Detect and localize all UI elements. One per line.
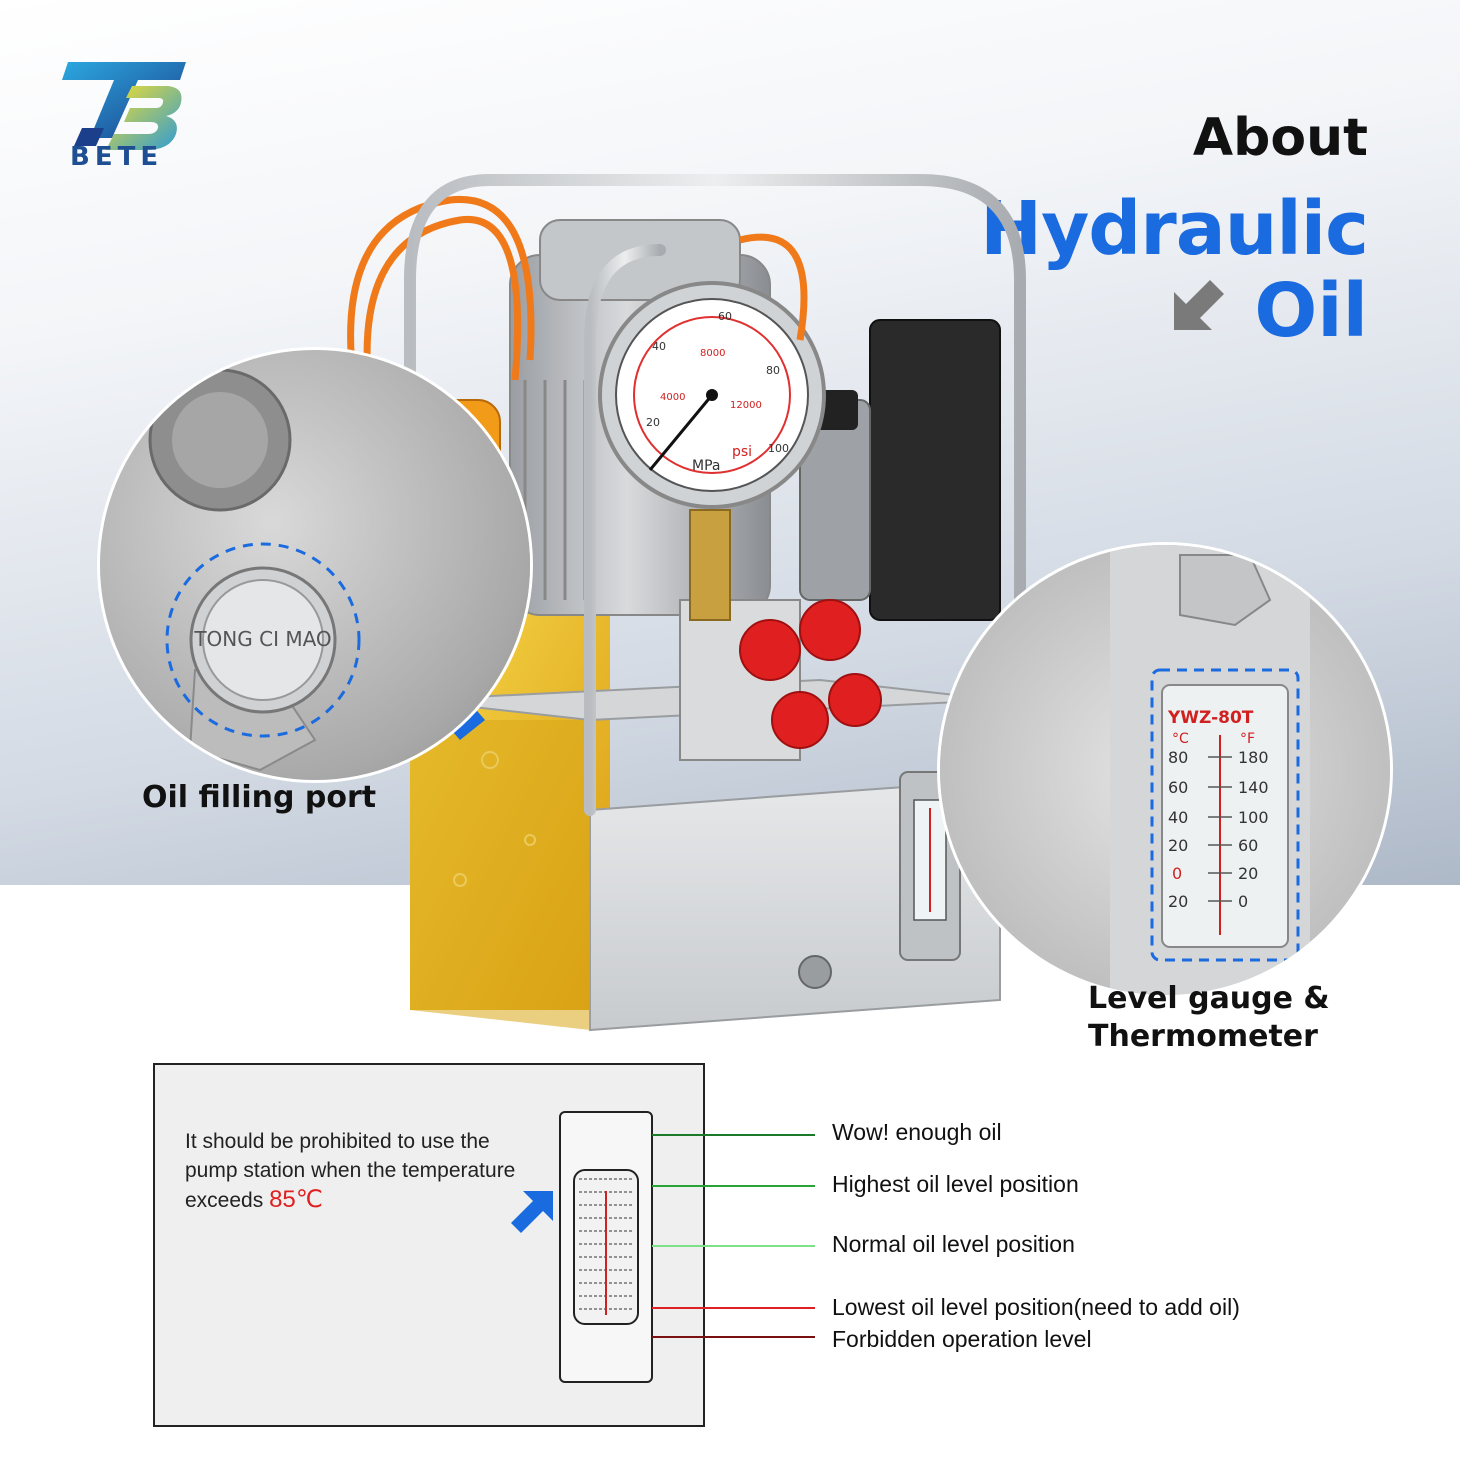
svg-text:140: 140 — [1238, 778, 1269, 797]
svg-text:100: 100 — [1238, 808, 1269, 827]
title-about: About — [1192, 108, 1368, 168]
oil-filling-port-closeup: TONG CI MAO — [100, 350, 530, 780]
drain-plug — [798, 955, 832, 989]
pump-illustration: MPa psi 20 40 60 80 100 4000 8000 12000 — [347, 174, 1080, 1032]
brand-name: BETE — [70, 142, 164, 172]
svg-text:80: 80 — [766, 364, 780, 377]
svg-text:°F: °F — [1240, 731, 1255, 747]
level-gauge-diagram — [559, 1111, 653, 1383]
title-oil: Oil — [1254, 268, 1368, 354]
level-label-normal: Normal oil level position — [832, 1231, 1075, 1257]
temperature-warning: It should be prohibited to use the pump … — [185, 1127, 545, 1215]
svg-text:YWZ-80T: YWZ-80T — [1167, 708, 1254, 728]
svg-text:20: 20 — [1168, 836, 1188, 855]
svg-text:80: 80 — [1168, 748, 1188, 767]
level-line-highest — [652, 1185, 815, 1187]
level-line-normal — [652, 1245, 815, 1247]
bete-logo — [62, 62, 186, 150]
svg-text:12000: 12000 — [730, 400, 762, 411]
oil-filling-port-label: Oil filling port — [142, 780, 377, 815]
svg-text:60: 60 — [1168, 778, 1188, 797]
svg-text:°C: °C — [1172, 731, 1189, 747]
svg-text:20: 20 — [646, 416, 660, 429]
orange-hoses — [347, 195, 808, 431]
svg-text:180: 180 — [1238, 748, 1269, 767]
svg-text:20: 20 — [1238, 864, 1258, 883]
level-gauge-label-line1: Level gauge & — [1088, 981, 1330, 1016]
roll-cage — [404, 174, 1026, 816]
warning-temperature: 85℃ — [269, 1186, 323, 1213]
level-line-lowest — [652, 1307, 815, 1309]
level-label-forbidden: Forbidden operation level — [832, 1326, 1092, 1352]
svg-text:60: 60 — [1238, 836, 1258, 855]
cooling-fan — [869, 319, 1001, 621]
svg-text:8000: 8000 — [700, 348, 725, 359]
svg-text:40: 40 — [652, 340, 666, 353]
oil-level-info-box: It should be prohibited to use the pump … — [153, 1063, 705, 1427]
title-hydraulic: Hydraulic — [980, 186, 1369, 272]
level-label-enough: Wow! enough oil — [832, 1119, 1002, 1145]
level-gauge-window — [573, 1169, 639, 1325]
level-label-lowest: Lowest oil level position(need to add oi… — [832, 1294, 1240, 1320]
level-line-forbidden — [652, 1336, 815, 1338]
arrow-down-left-icon — [1174, 280, 1224, 330]
svg-text:20: 20 — [1168, 892, 1188, 911]
svg-text:TONG CI MAO: TONG CI MAO — [193, 627, 331, 651]
svg-text:0: 0 — [1238, 892, 1248, 911]
level-gauge-closeup: YWZ-80T °C °F 80 60 40 20 0 20 180 140 1… — [940, 545, 1390, 995]
level-line-enough — [652, 1134, 815, 1136]
svg-text:100: 100 — [768, 442, 789, 455]
svg-text:60: 60 — [718, 310, 732, 323]
level-gauge-label: Level gauge & Thermometer — [1088, 980, 1330, 1056]
svg-text:4000: 4000 — [660, 392, 685, 403]
pressure-gauge: MPa psi 20 40 60 80 100 4000 8000 12000 — [598, 281, 826, 509]
arrow-up-right-icon — [511, 1191, 553, 1233]
svg-text:MPa: MPa — [692, 458, 720, 474]
quick-couplers — [739, 599, 882, 749]
level-label-highest: Highest oil level position — [832, 1171, 1079, 1197]
svg-text:psi: psi — [732, 444, 752, 460]
warning-text: It should be prohibited to use the pump … — [185, 1130, 516, 1212]
level-gauge-label-line2: Thermometer — [1088, 1019, 1318, 1054]
svg-text:0: 0 — [1172, 864, 1182, 883]
svg-text:40: 40 — [1168, 808, 1188, 827]
